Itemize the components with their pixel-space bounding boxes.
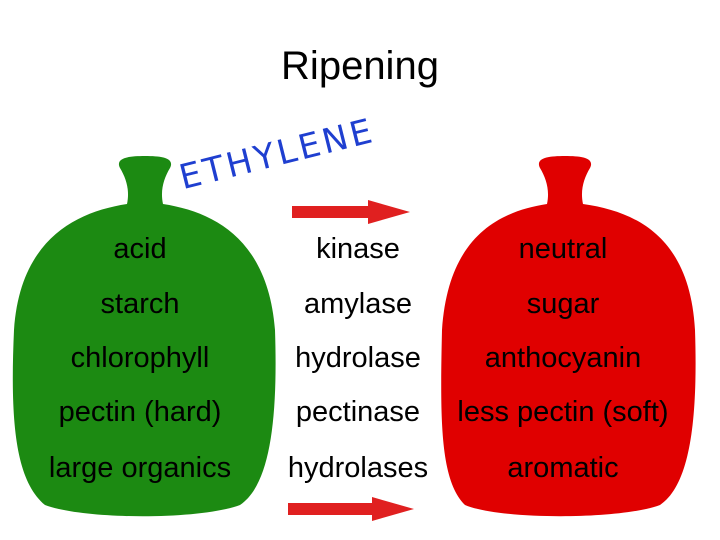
page-title: Ripening [281,44,439,88]
unripe-item: pectin (hard) [58,396,222,428]
enzyme-item: hydrolase [295,342,421,374]
enzyme-item: pectinase [295,396,421,428]
ripe-item: less pectin (soft) [457,396,669,428]
ripe-item: sugar [526,288,600,320]
unripe-item: acid [113,233,167,265]
enzyme-item: kinase [316,233,400,265]
unripe-item: starch [100,288,180,320]
ripe-item: anthocyanin [484,342,642,374]
unripe-item: large organics [48,452,232,484]
ripe-item: aromatic [507,452,619,484]
ripe-item: neutral [518,233,608,265]
unripe-item: chlorophyll [70,342,210,374]
enzyme-item: amylase [304,288,412,320]
enzyme-item: hydrolases [287,452,429,484]
arrow-top [292,200,410,224]
unripe-fruit-shape [12,156,276,517]
arrow-bottom [288,497,414,521]
ripe-fruit-shape [441,156,696,517]
